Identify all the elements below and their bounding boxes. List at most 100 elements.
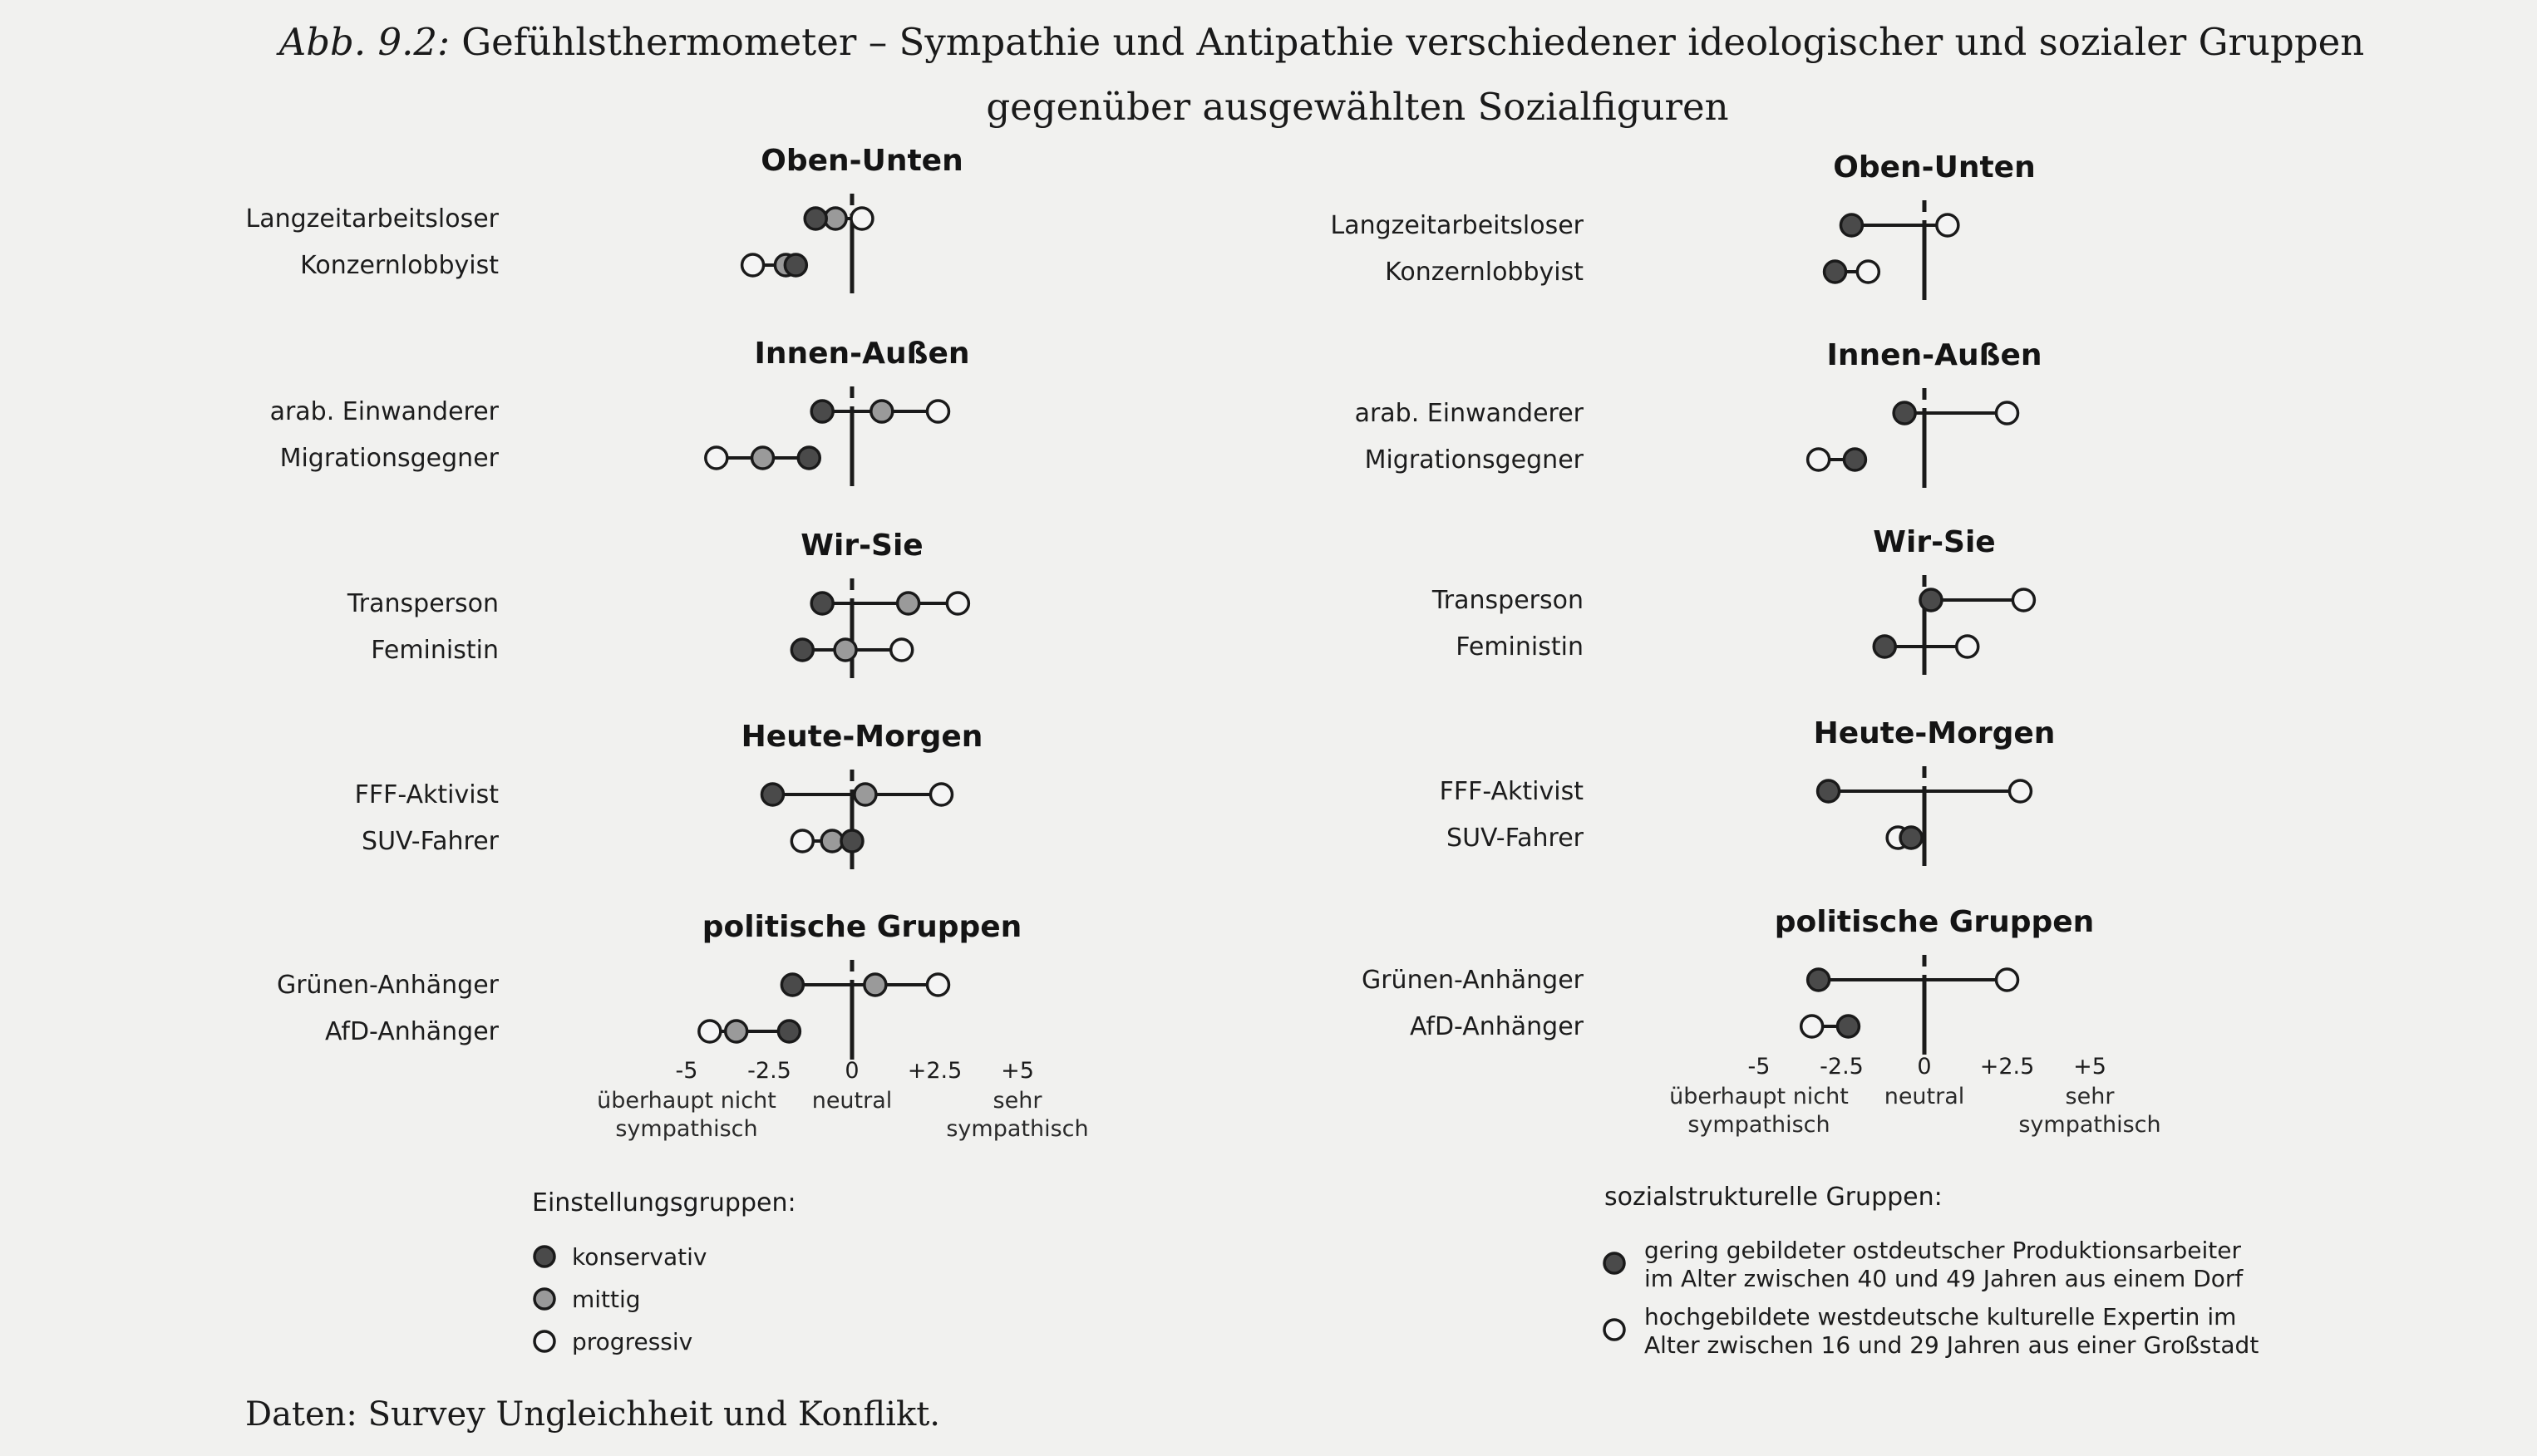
row-langzeitarbeitsloser: Langzeitarbeitsloser xyxy=(245,204,874,234)
point-progressiv xyxy=(850,206,874,231)
tick-label: 0 xyxy=(1917,1054,1931,1080)
point-mittig xyxy=(820,829,845,853)
row-arab-einwanderer: arab. Einwanderer xyxy=(1355,399,2020,428)
point-progressiv xyxy=(929,782,954,807)
point-konservativ xyxy=(1919,588,1943,612)
point-progressiv xyxy=(1994,967,2020,992)
legend-label: gering gebildeter ostdeutscher Produktio… xyxy=(1644,1237,2241,1264)
row-label: AfD-Anhänger xyxy=(1410,1012,1584,1041)
point-progressiv xyxy=(1994,401,2020,425)
tick-sublabel: sympathisch xyxy=(946,1116,1088,1142)
tick-label: -2.5 xyxy=(747,1058,791,1084)
row-label: arab. Einwanderer xyxy=(270,397,500,426)
group-oben-unten: Oben-UntenLangzeitarbeitsloserKonzernlob… xyxy=(1330,150,2036,300)
tick-label: +5 xyxy=(2073,1054,2106,1080)
tick-sublabel: überhaupt nicht xyxy=(1669,1084,1849,1109)
point-mittig xyxy=(723,1019,749,1044)
tick-sublabel: sehr xyxy=(993,1088,1043,1114)
tick-sublabel: sympathisch xyxy=(2018,1112,2160,1138)
point-konservativ xyxy=(790,637,815,662)
data-source-note: Daten: Survey Ungleichheit und Konflikt. xyxy=(245,1395,940,1434)
row-feministin: Feministin xyxy=(371,636,914,665)
row-konzernlobbyist: Konzernlobbyist xyxy=(1385,258,1881,287)
row-label: AfD-Anhänger xyxy=(325,1017,500,1046)
row-fff-aktivist: FFF-Aktivist xyxy=(1440,777,2033,806)
point-progressiv xyxy=(1805,447,1831,472)
group-innen-aussen: Innen-Außen arab. EinwandererMigrationsge… xyxy=(270,337,970,486)
point-konservativ xyxy=(780,972,805,997)
legend-label: progressiv xyxy=(572,1328,692,1355)
point-progressiv xyxy=(1855,259,1881,284)
chart-panel-2: Oben-UntenLangzeitarbeitsloserKonzernlob… xyxy=(1330,150,2259,1359)
point-konservativ xyxy=(803,206,828,231)
tick-label: -5 xyxy=(676,1058,698,1084)
tick-label: +2.5 xyxy=(908,1058,963,1084)
group-title: Innen-Außen xyxy=(1826,338,2042,372)
row-label: Langzeitarbeitsloser xyxy=(245,204,499,234)
point-konservativ xyxy=(1835,1014,1861,1039)
row-langzeitarbeitsloser: Langzeitarbeitsloser xyxy=(1330,211,1960,240)
group-title: Wir-Sie xyxy=(1873,525,1995,559)
point-mittig xyxy=(750,445,776,470)
point-konservativ xyxy=(1805,967,1831,992)
figure-title-line2: gegenüber ausgewählten Sozialfiguren xyxy=(986,85,1728,129)
point-konservativ xyxy=(1822,259,1848,284)
row-fff-aktivist: FFF-Aktivist xyxy=(355,780,954,809)
group-politische-gruppen: politische GruppenGrünen-AnhängerAfD-Anh… xyxy=(277,910,1022,1060)
legend: sozialstrukturelle Gruppen:gering gebild… xyxy=(1603,1183,2259,1359)
row-arab-einwanderer: arab. Einwanderer xyxy=(270,397,951,426)
legend-marker-mittig xyxy=(533,1287,556,1311)
point-mittig xyxy=(895,591,921,616)
tick-label: +5 xyxy=(1001,1058,1034,1084)
point-konservativ xyxy=(810,399,835,424)
point-progressiv xyxy=(2007,779,2033,804)
group-title: Wir-Sie xyxy=(801,529,923,563)
row-label: Migrationsgegner xyxy=(1365,445,1584,475)
point-konservativ xyxy=(810,591,835,616)
legend-label: konservativ xyxy=(572,1243,707,1271)
point-progressiv xyxy=(889,637,914,662)
row-gruenen-anhaenger: Grünen-Anhänger xyxy=(1362,966,2020,995)
legend-label: Alter zwischen 16 und 29 Jahren aus eine… xyxy=(1644,1331,2259,1359)
point-mittig xyxy=(833,637,858,662)
tick-sublabel: neutral xyxy=(1884,1084,1965,1109)
row-label: Transperson xyxy=(1431,586,1584,615)
row-suv-fahrer: SUV-Fahrer xyxy=(1446,824,1924,853)
figure-title-line1: Abb. 9.2:Gefühlsthermometer – Sympathie … xyxy=(276,20,2365,64)
tick-label: -5 xyxy=(1748,1054,1771,1080)
legend: Einstellungsgruppen:konservativmittigpro… xyxy=(532,1188,796,1355)
row-label: Migrationsgegner xyxy=(280,444,500,473)
point-progressiv xyxy=(945,591,971,616)
point-konservativ xyxy=(783,253,809,278)
point-mittig xyxy=(863,972,888,997)
point-konservativ xyxy=(796,445,822,470)
group-title: politische Gruppen xyxy=(702,910,1022,944)
row-gruenen-anhaenger: Grünen-Anhänger xyxy=(277,971,951,1000)
group-title: politische Gruppen xyxy=(1775,905,2095,939)
group-innen-aussen: Innen-Außen arab. EinwandererMigrationsge… xyxy=(1355,338,2042,488)
row-label: Konzernlobbyist xyxy=(1385,258,1584,287)
figure-title-main: Gefühlsthermometer – Sympathie und Antip… xyxy=(461,20,2364,64)
group-oben-unten: Oben-UntenLangzeitarbeitsloserKonzernlob… xyxy=(245,144,963,293)
row-label: SUV-Fahrer xyxy=(1446,824,1584,853)
row-migrationsgegner: Migrationsgegner xyxy=(280,444,822,473)
point-konservativ xyxy=(1839,213,1865,238)
row-transperson: Transperson xyxy=(347,589,971,618)
legend-label: hochgebildete westdeutsche kulturelle Ex… xyxy=(1644,1303,2236,1331)
chart-panels: Oben-UntenLangzeitarbeitsloserKonzernlob… xyxy=(245,144,2259,1359)
row-label: FFF-Aktivist xyxy=(1440,777,1584,806)
row-transperson: Transperson xyxy=(1431,586,2037,615)
group-title: Innen-Außen xyxy=(754,337,969,371)
row-label: FFF-Aktivist xyxy=(355,780,500,809)
point-progressiv xyxy=(740,253,766,278)
point-progressiv xyxy=(790,829,815,853)
point-konservativ xyxy=(840,829,865,853)
row-afd-anhaenger: AfD-Anhänger xyxy=(1410,1012,1861,1041)
point-progressiv xyxy=(1935,213,1960,238)
